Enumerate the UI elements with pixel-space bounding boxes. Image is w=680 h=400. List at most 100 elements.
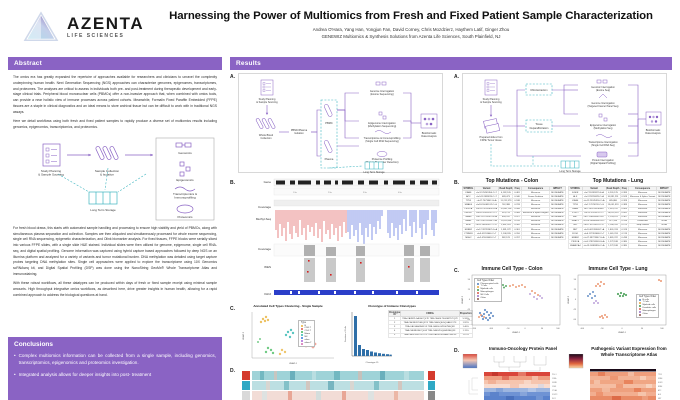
poster-header: AZENTA LIFE SCIENCES Harnessing the Powe…: [0, 0, 680, 53]
abstract-workflow-diagram: Genomics Epigenomics Transcriptomics & I…: [13, 134, 217, 222]
svg-text:0: 0: [575, 299, 577, 301]
svg-text:ALK: ALK: [658, 393, 662, 396]
svg-text:Study Planning: Study Planning: [259, 98, 276, 101]
umap-scatter-svg: UMAP-1 UMAP-2: [242, 312, 334, 365]
svg-text:FFPE Tumor tissue: FFPE Tumor tissue: [480, 139, 502, 142]
legend-label: Myeloid cells: [480, 288, 494, 291]
svg-text:(Single Cell RNA Sequencing): (Single Cell RNA Sequencing): [365, 140, 399, 143]
svg-text:UMAP-2: UMAP-2: [567, 295, 570, 304]
table-header-row: SYMBOL Variant Read Depth Freq Consequen…: [568, 185, 673, 192]
results-section: Results A. Study Planning & Sample Sourc…: [230, 57, 673, 400]
col-proportion: Proportion: [458, 309, 473, 318]
panel-d-right-label: D.: [454, 348, 459, 354]
svg-text:CTLA4: CTLA4: [552, 389, 557, 392]
legend-swatch: [301, 330, 303, 333]
svg-text:-150: -150: [472, 328, 477, 330]
top-mutations-lung-table: SYMBOL Variant Read Depth Freq Consequen…: [568, 185, 673, 249]
svg-text:Study Planning: Study Planning: [483, 98, 500, 101]
legend-item: NK: [301, 336, 312, 339]
svg-text:Isolation: Isolation: [294, 132, 304, 135]
legend-swatch: [301, 342, 303, 345]
col-freq: Freq: [619, 185, 630, 192]
fresh-workflow-svg: Study Planning & Sample Sourcing Whole B…: [255, 79, 437, 174]
bullet-icon: •: [14, 371, 16, 377]
svg-text:50: 50: [468, 279, 471, 281]
legend-swatch: [639, 304, 641, 307]
top-mutations-colon-table-wrap: Top Mutations - Colon SYMBOL Variant Rea…: [462, 178, 566, 241]
svg-text:CD8A: CD8A: [552, 377, 557, 380]
legend-item: Other: [477, 297, 499, 300]
table-header-row: Clonotype ID CDR3s Proportion: [387, 309, 473, 318]
svg-text:Data Analysis: Data Analysis: [421, 135, 437, 138]
svg-text:BRAF: BRAF: [658, 385, 662, 388]
heatmap-strip-svg: [242, 371, 435, 400]
cell: 1.07%: [458, 332, 473, 338]
cell: chr2:47403069:C>T: [473, 235, 500, 241]
cell: 5: [387, 332, 402, 338]
svg-text:-100: -100: [489, 328, 494, 330]
svg-text:-50: -50: [507, 328, 511, 330]
umap-title: Annotated Cell Types Clustering - Single…: [253, 304, 323, 308]
panel-a-right-label: A.: [454, 74, 459, 80]
svg-text:Coverage: Coverage: [258, 247, 271, 251]
svg-text:Protein Interrogation: Protein Interrogation: [592, 159, 614, 162]
legend-label: Other: [480, 297, 486, 300]
svg-text:Sample Collection: Sample Collection: [95, 169, 120, 173]
legend-label: Myeloid cells: [642, 304, 656, 307]
abstract-heading: Abstract: [8, 57, 222, 70]
top-mutations-lung-table-wrap: Top Mutations - Lung SYMBOL Variant Read…: [568, 178, 673, 249]
legend-item: CD8-T: [301, 327, 312, 330]
svg-text:Epigenome Interrogation: Epigenome Interrogation: [368, 122, 396, 125]
svg-text:UMAP-2: UMAP-2: [461, 295, 464, 304]
svg-text:UMAP-1: UMAP-1: [512, 331, 521, 334]
svg-text:Bioinformatic: Bioinformatic: [646, 129, 661, 132]
col-clonotype-id: Clonotype ID: [387, 309, 402, 318]
legend-swatch: [477, 294, 479, 297]
svg-text:UMAP-1: UMAP-1: [618, 331, 627, 334]
svg-text:2 kb: 2 kb: [328, 192, 333, 194]
svg-text:Gene: Gene: [264, 180, 272, 184]
legend-item: Other: [639, 313, 656, 316]
bar-xlabel: Clonotype ID: [366, 361, 379, 364]
svg-text:Genomic Interrogation: Genomic Interrogation: [591, 86, 615, 89]
umap-xlabel: UMAP-1: [289, 362, 298, 365]
svg-text:Long Term Storage: Long Term Storage: [90, 208, 116, 212]
cell: MSH2: [462, 235, 475, 241]
legend-swatch: [639, 310, 641, 313]
svg-text:(Methylation Seq): (Methylation Seq): [594, 127, 613, 130]
legend-item: NK Cells: [477, 294, 499, 297]
svg-text:MET: MET: [658, 398, 661, 400]
svg-text:Immunoprofiling: Immunoprofiling: [174, 195, 196, 199]
legend-item: Macrophages: [639, 310, 656, 313]
svg-text:Collection: Collection: [261, 137, 273, 140]
col-freq: Freq: [512, 185, 522, 192]
svg-text:& Sample Sourcing: & Sample Sourcing: [38, 172, 64, 176]
svg-text:0: 0: [621, 328, 623, 330]
logo-tagline: LIFE SCIENCES: [67, 33, 125, 39]
legend-item: T Cells: [639, 301, 656, 304]
legend-label: T Cells: [642, 301, 650, 304]
fixed-sample-workflow-figure: Study Planning & Sample Sourcing Prepare…: [462, 73, 667, 173]
svg-text:TP53: TP53: [658, 374, 662, 376]
immune-lung-title: Immune Cell Type - Lung: [588, 266, 648, 272]
col-impact: IMPACT: [549, 185, 566, 192]
legend-label: CD8-T: [304, 327, 311, 330]
svg-text:-25: -25: [573, 309, 577, 311]
legend-swatch: [301, 327, 303, 330]
svg-text:Bioinformatic: Bioinformatic: [422, 132, 437, 135]
panel-c-left-label: C.: [230, 306, 235, 312]
cell: SMARCA4: [568, 243, 583, 249]
legend-label: Plasmacytoid cells: [480, 282, 499, 285]
legend-label: B cells: [642, 298, 649, 301]
svg-text:-50: -50: [467, 319, 471, 321]
svg-text:PBMC/Plasma: PBMC/Plasma: [291, 129, 308, 132]
svg-text:EGFR: EGFR: [658, 382, 663, 384]
svg-text:0: 0: [469, 299, 471, 301]
page-title: Harnessing the Power of Multiomics from …: [169, 10, 653, 22]
cell: TRA:CAGPNSGYSTLTF TRB:CASSLSGGANTGELFF: [400, 332, 460, 338]
immune-cell-lung-figure: Immune Cell Type - Lung: [566, 266, 670, 338]
clonotype-bar-title: Clonotype of Immune Clonotypes: [368, 304, 416, 308]
panel-b-right-label: B.: [454, 180, 459, 186]
bar-ylabel: Fraction of Cells: [344, 325, 347, 342]
legend-label: NK Cells: [480, 294, 490, 297]
